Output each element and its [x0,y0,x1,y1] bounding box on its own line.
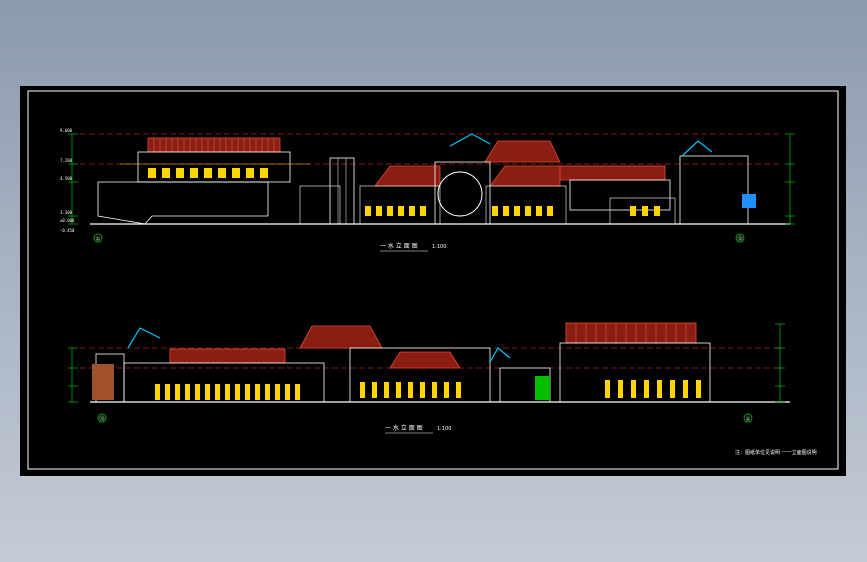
wall-block [609,197,676,225]
window-row [365,206,553,216]
upper-elevation: ① ⑬ 一 水 立 面 图 1:100 [68,133,795,252]
wall-block [569,179,671,211]
grid-label: ⑬ [99,415,105,423]
level-tag: 9.600 [60,128,73,133]
roof [559,165,666,181]
wall-block [434,161,491,225]
window-row [360,382,461,398]
level-tag: 3.300 [60,210,73,215]
roof [299,325,383,349]
sheet-frame [27,90,839,470]
level-tag: 7.200 [60,158,73,163]
cad-drawing-canvas: ① ⑬ 一 水 立 面 图 1:100 [20,86,846,476]
sheet-note: 注：图纸单位见说明 一一立面图说明 [735,449,817,456]
blue-panel [742,194,756,208]
roof [374,165,441,187]
elevation-title: 一 水 立 面 图 [385,424,423,432]
roof [389,351,461,369]
level-tag: -0.450 [60,228,75,233]
window-row [148,168,268,178]
lower-elevation: ⑬ ① 一 水 立 面 图 1:100 [68,322,790,434]
grid-label: ① [96,236,101,243]
roof [484,140,561,163]
roof-accent [489,347,511,363]
elevation-drawing: ① ⑬ 一 水 立 面 图 1:100 [27,90,839,470]
roof-accent [127,327,161,349]
wall-block [349,347,491,403]
elevation-scale: 1:100 [437,426,451,432]
dimension-chain [68,133,795,225]
window-row [155,384,300,400]
roof [169,348,286,364]
wall-block [137,151,291,183]
wall-block [123,362,325,403]
moon-gate [437,171,483,217]
door-panel [92,364,114,400]
dimension-chain [68,323,785,403]
window-row [605,380,701,398]
roof [565,322,697,344]
roof-accent [681,140,713,157]
wall-block [679,155,749,225]
grid-label: ① [746,416,751,423]
elevation-scale: 1:100 [432,244,446,250]
elevation-title: 一 水 立 面 图 [380,242,418,250]
level-tag: 4.500 [60,176,73,181]
level-tag: ±0.000 [60,218,75,223]
wall-block [359,185,441,225]
roof [489,165,561,187]
wall-block [485,185,567,225]
grid-label: ⑬ [737,235,743,243]
wall-block [97,181,269,225]
wall-block [559,342,711,403]
door-panel [535,376,550,400]
window-row [630,206,660,216]
stair-tower [329,157,355,225]
roof-accent [449,133,491,147]
wall-block [299,185,341,225]
